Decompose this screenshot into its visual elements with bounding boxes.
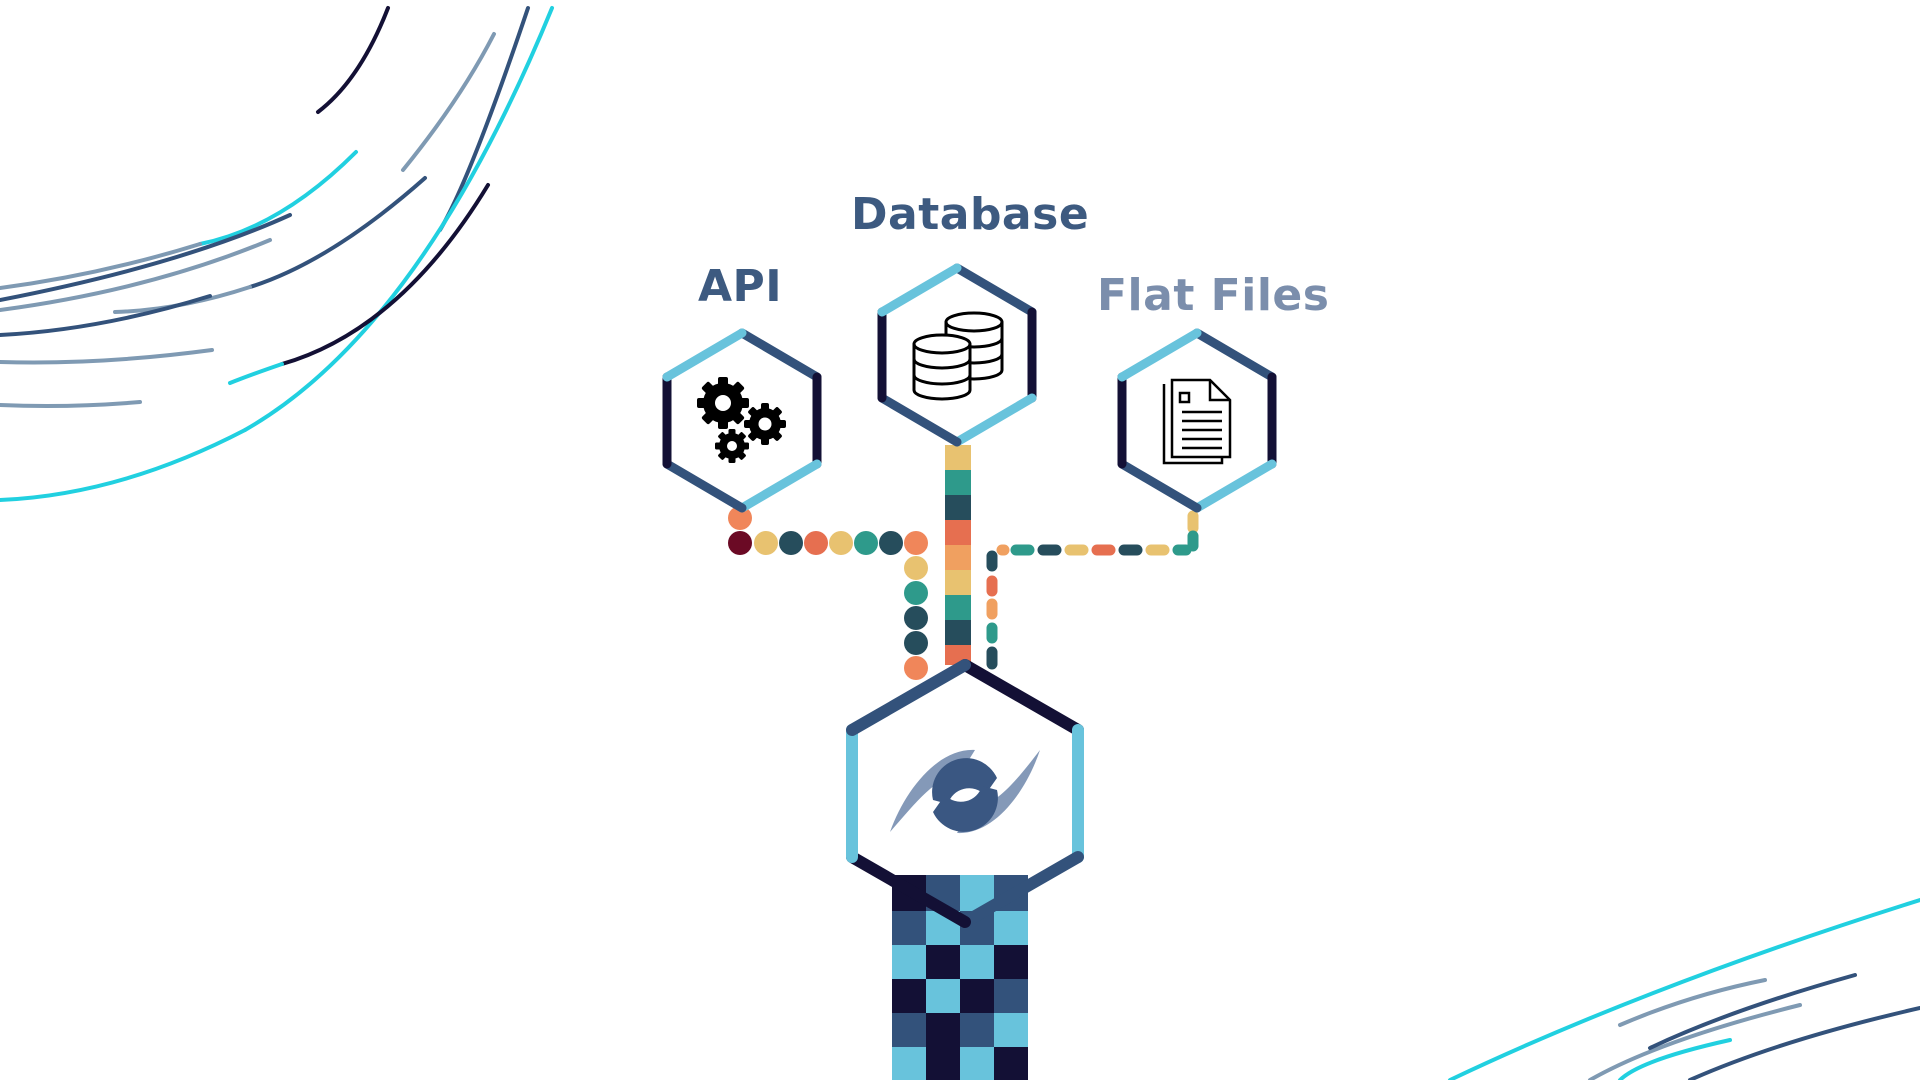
flat-files-connector — [986, 510, 1199, 670]
api-node — [662, 328, 822, 513]
gears-icon — [697, 377, 786, 463]
sync-logo-icon — [890, 749, 1040, 834]
hub-node — [846, 659, 1084, 928]
decor-swoosh-top-left — [0, 6, 554, 502]
api-label: API — [698, 261, 783, 312]
api-connector — [728, 506, 928, 680]
decor-swoosh-bottom-right — [1448, 898, 1920, 1080]
flat-files-label: Flat Files — [1097, 270, 1330, 321]
output-column — [892, 875, 1028, 1080]
database-connector — [945, 445, 971, 665]
database-icon — [912, 311, 1004, 401]
database-node — [877, 263, 1037, 447]
flat-files-node — [1117, 328, 1277, 513]
document-icon — [1162, 378, 1232, 465]
database-label: Database — [851, 189, 1090, 240]
